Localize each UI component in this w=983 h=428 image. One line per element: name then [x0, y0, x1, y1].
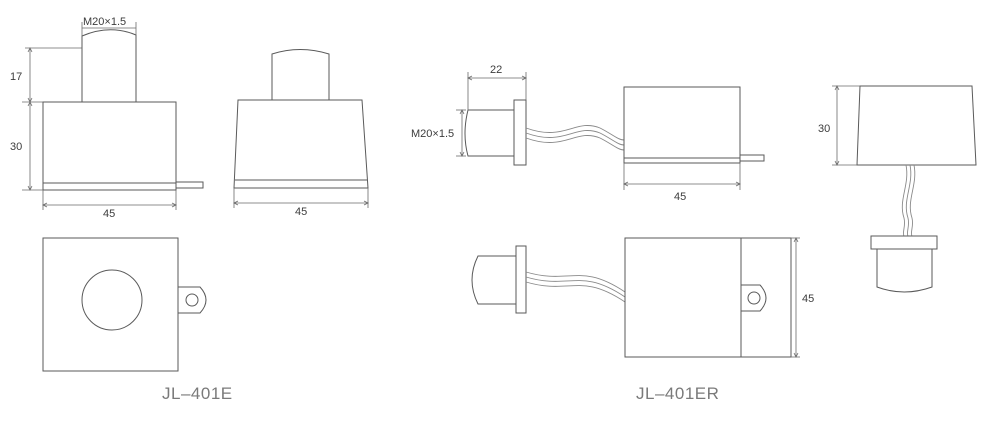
controller-body: [623, 86, 741, 164]
jl-401er-controller-front: 45: [623, 86, 765, 203]
jl-401er-controller-side: 30: [818, 85, 977, 293]
jl-401er-top-view: 45: [471, 237, 814, 358]
jl-401er-wires-upper: [525, 125, 625, 151]
jl-401e-front-view: M20×1.5 17 30 45: [10, 16, 204, 220]
top-mounting-hole: [747, 291, 761, 305]
connector-cap: [464, 109, 514, 157]
top-connector-cap: [471, 255, 516, 305]
side-controller-body: [856, 85, 977, 166]
side-connector-flange: [870, 235, 938, 250]
jl-401e-top-view: [42, 237, 207, 372]
model-label-jl-401e: JL–401E: [162, 384, 233, 403]
top-controller-body: [624, 237, 792, 358]
side-connector-cap: [876, 249, 933, 293]
side-width-label: 45: [295, 206, 307, 218]
side-body: [233, 99, 369, 189]
jl-401er-connector: 22 M20×1.5: [411, 64, 527, 166]
cap-height-label: 17: [10, 71, 22, 83]
top-connector-flange: [515, 245, 527, 314]
thread-dimension-label: M20×1.5: [83, 16, 126, 28]
mounting-tab: [176, 181, 204, 189]
threaded-cap: [81, 29, 137, 102]
top-housing: [42, 237, 179, 372]
connector-flange: [513, 99, 527, 166]
controller-width-label: 45: [674, 191, 686, 203]
side-cap: [271, 49, 330, 100]
model-label-jl-401er: JL–401ER: [636, 384, 719, 403]
controller-tab: [740, 154, 765, 162]
mounting-ear: [178, 286, 207, 314]
connector-thread-label: M20×1.5: [411, 128, 454, 140]
mounting-hole: [185, 293, 199, 307]
top-mounting-ear: [741, 284, 767, 312]
housing-body: [42, 101, 177, 191]
top-height-label: 45: [802, 293, 814, 305]
connector-length-label: 22: [490, 64, 502, 76]
width-label: 45: [103, 208, 115, 220]
controller-height-label: 30: [818, 123, 830, 135]
sensor-window: [81, 269, 143, 331]
jl-401e-side-view: 45: [233, 49, 369, 218]
body-height-label: 30: [10, 141, 22, 153]
